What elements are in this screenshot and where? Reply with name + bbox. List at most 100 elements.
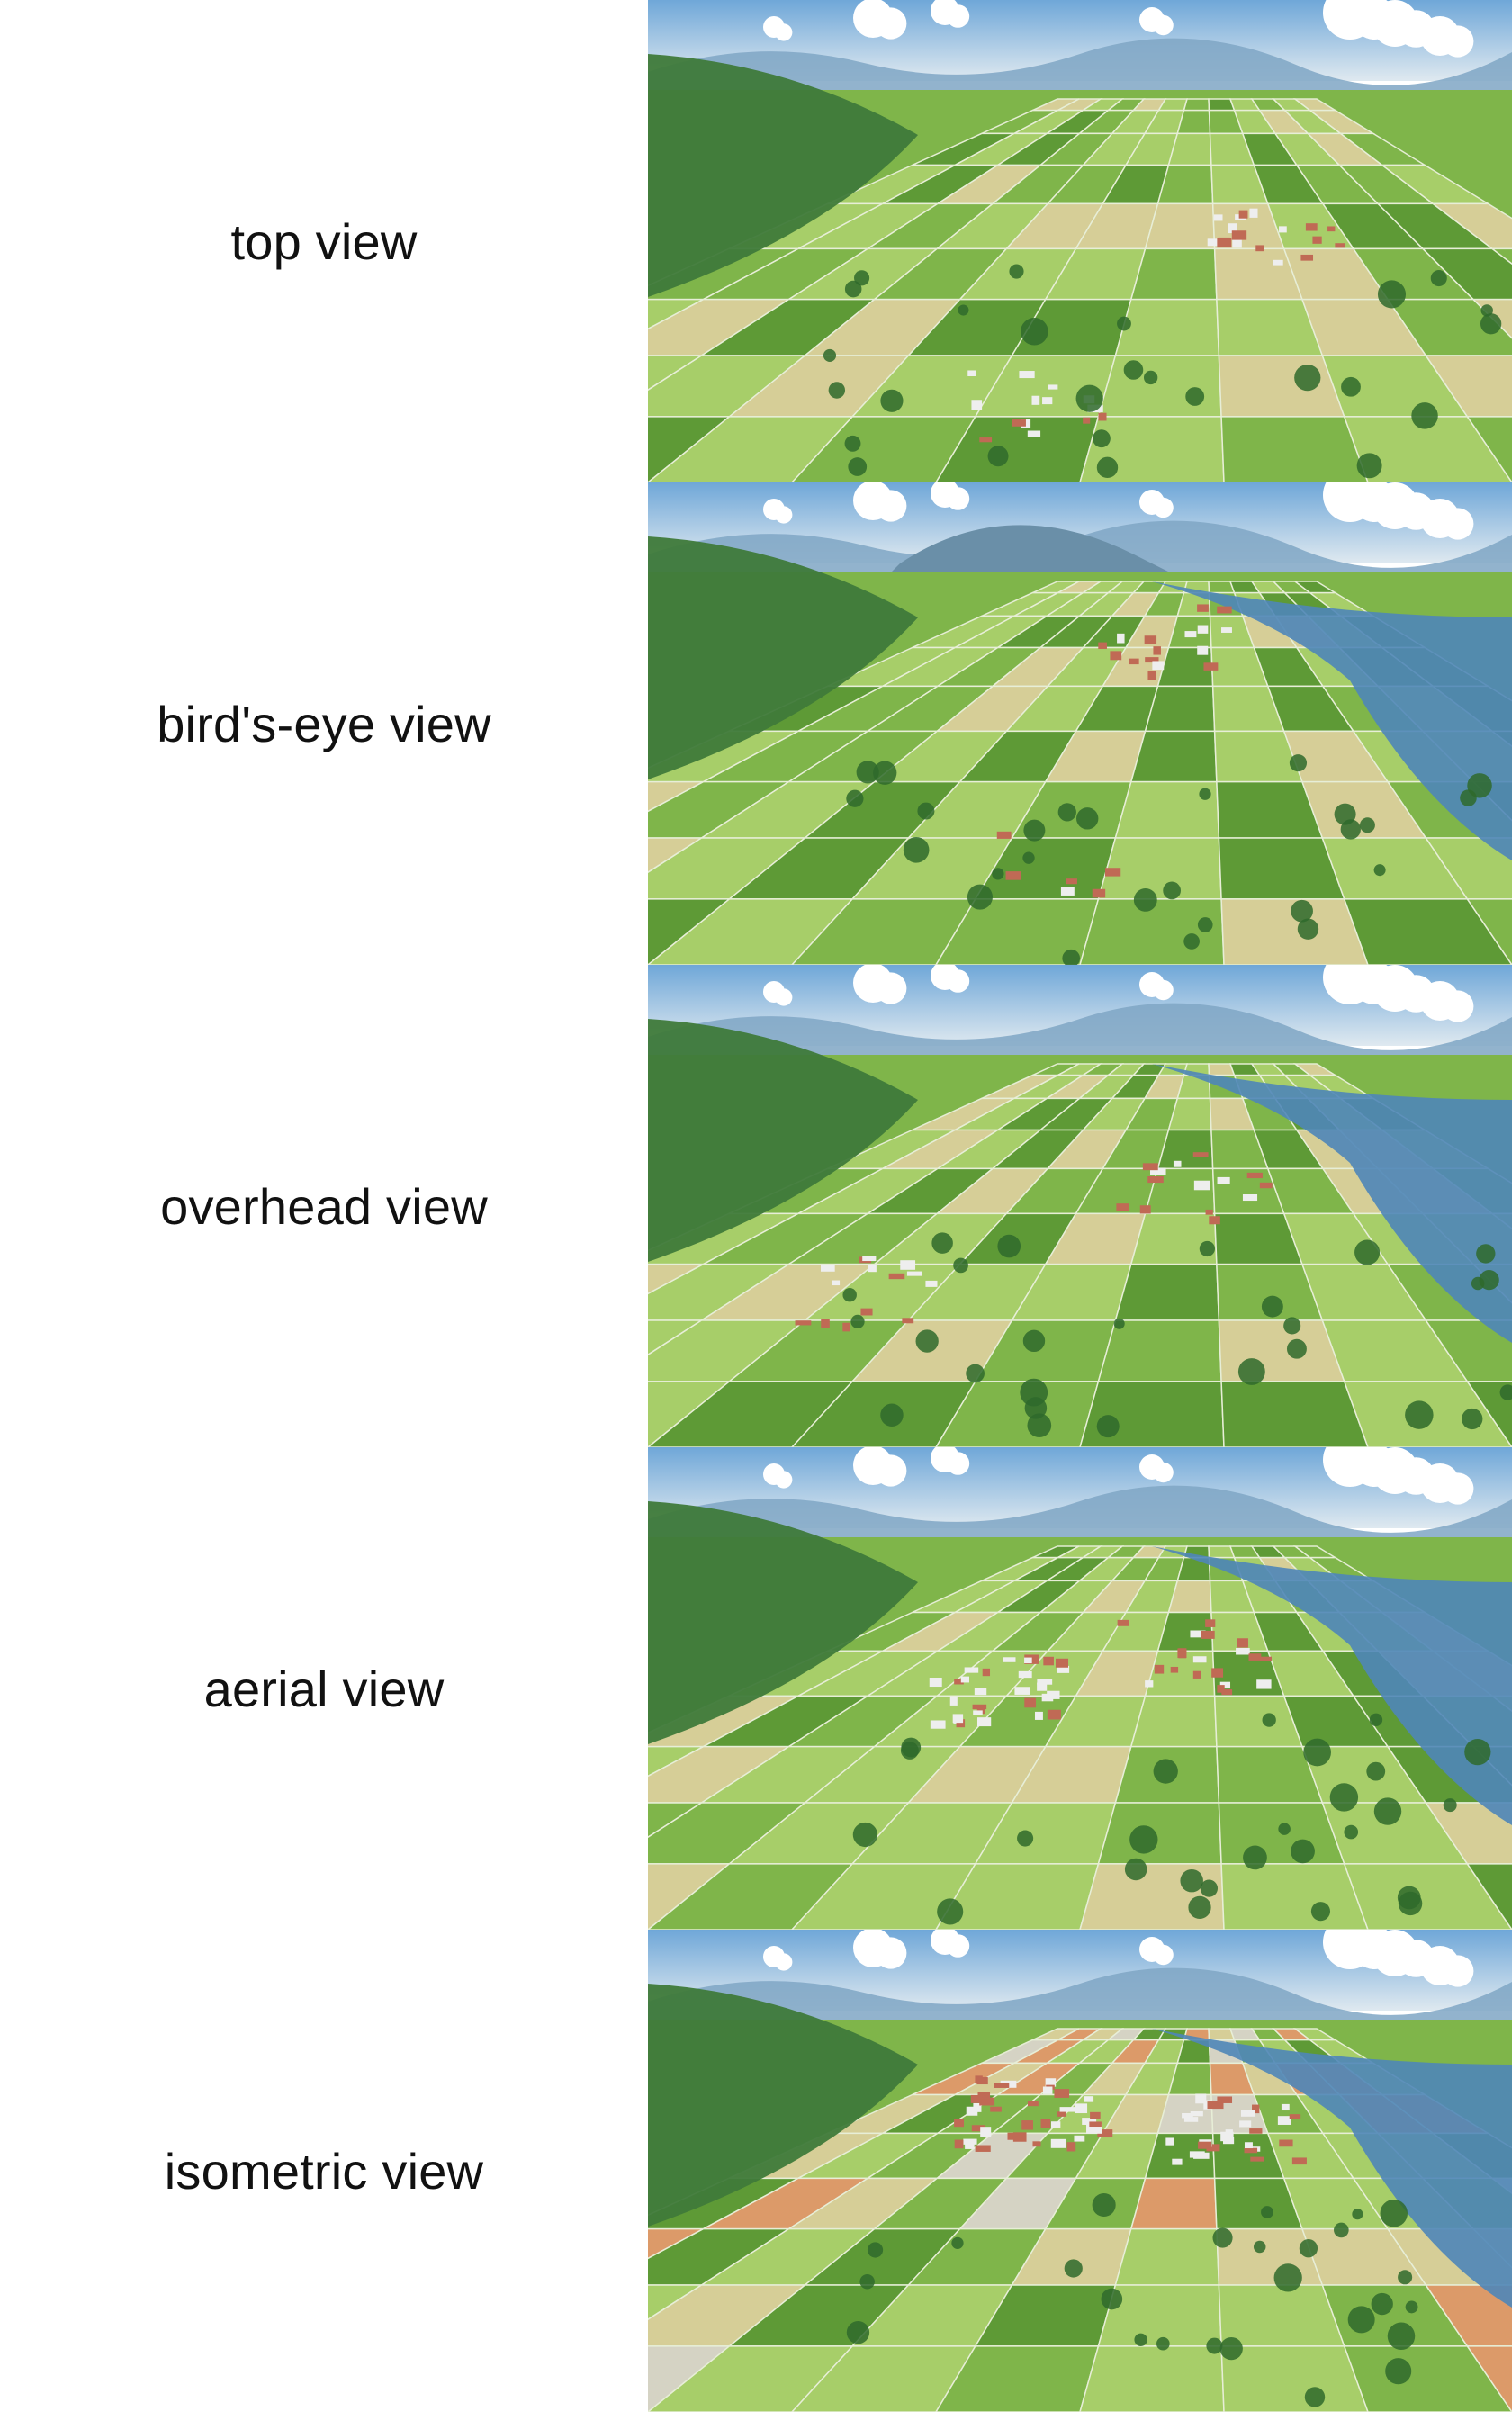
tree (846, 2320, 870, 2344)
tree (1297, 918, 1319, 940)
tree (854, 270, 870, 286)
building (1242, 1193, 1258, 1202)
building (1075, 2103, 1088, 2114)
cloud (875, 1937, 907, 1969)
field (790, 2345, 977, 2412)
tree (1117, 316, 1131, 331)
tree (850, 1314, 865, 1328)
tree (937, 1898, 964, 1925)
building (1170, 1666, 1179, 1673)
building (1220, 1681, 1231, 1689)
tree (1199, 1240, 1215, 1257)
row-label-cell: aerial view (0, 1447, 648, 1930)
building (1259, 1656, 1272, 1661)
building (1148, 670, 1156, 680)
tree (846, 789, 864, 807)
tree (1369, 1713, 1383, 1727)
field (648, 898, 854, 965)
building (1217, 2096, 1233, 2103)
building (1105, 868, 1121, 877)
tree (992, 868, 1004, 880)
building (1201, 1630, 1215, 1639)
building (1279, 2139, 1293, 2147)
view-label-top: top view (230, 212, 418, 270)
tree (1385, 2358, 1412, 2385)
tree (1064, 2259, 1083, 2278)
hillside (648, 1019, 918, 1262)
tree (1144, 370, 1158, 385)
cloud (875, 490, 907, 522)
tree (867, 2242, 884, 2258)
tree (1076, 807, 1099, 830)
building (1172, 2158, 1183, 2165)
tree (873, 760, 897, 785)
trees (846, 754, 1492, 965)
field (1424, 355, 1512, 418)
tree (1299, 2239, 1318, 2258)
tree (1200, 1879, 1219, 1897)
building (1300, 254, 1314, 261)
building (1153, 646, 1161, 655)
tree (1274, 2264, 1302, 2292)
building (1084, 2096, 1094, 2102)
tree (1123, 360, 1144, 380)
building (1221, 1689, 1233, 1696)
building (1281, 2103, 1290, 2111)
cloud (946, 4, 970, 28)
tree (880, 389, 904, 412)
building (990, 2106, 1002, 2112)
cloud (1442, 990, 1474, 1022)
building (968, 370, 976, 376)
tree (967, 884, 993, 910)
tree (1133, 887, 1157, 912)
field (790, 1863, 977, 1930)
cloud (1153, 1944, 1174, 1966)
building (1236, 1647, 1250, 1655)
building (1110, 651, 1122, 661)
cloud (946, 1934, 970, 1958)
building (1042, 397, 1053, 405)
building (1335, 243, 1346, 248)
buildings (954, 2075, 1307, 2165)
landscape-image-overhead-view (648, 965, 1512, 1447)
tree (1096, 456, 1119, 479)
tree (880, 1403, 904, 1427)
tree (1347, 2306, 1375, 2334)
tree (1443, 1798, 1457, 1813)
cloud (946, 969, 970, 993)
building (960, 1676, 969, 1683)
tree (1366, 1761, 1386, 1781)
building (952, 1714, 964, 1724)
row-label-cell: overhead view (0, 965, 648, 1447)
building (925, 1280, 938, 1287)
building (1054, 2089, 1070, 2098)
building (979, 437, 993, 443)
building (1012, 419, 1026, 427)
tree (1354, 1239, 1381, 1265)
landscape-scene-overhead (648, 965, 1512, 1447)
field (1097, 355, 1222, 418)
building (1074, 2135, 1085, 2142)
building (1003, 1657, 1016, 1662)
field (1079, 1381, 1225, 1447)
field (1421, 248, 1512, 301)
water (1152, 1064, 1512, 1343)
field (935, 2345, 1100, 2412)
field (1130, 1212, 1218, 1265)
fields (648, 580, 1512, 965)
landscape-scene-birds-eye (648, 482, 1512, 965)
field (1465, 416, 1512, 482)
building (1190, 1630, 1206, 1638)
tree (1022, 1329, 1046, 1353)
building (979, 2097, 995, 2106)
building (1205, 1619, 1216, 1627)
trees (842, 1232, 1512, 1438)
view-label-isometric: isometric view (164, 2142, 484, 2200)
building (1238, 210, 1248, 219)
view-label-aerial: aerial view (203, 1660, 445, 1717)
field (1130, 248, 1218, 301)
building (1207, 238, 1219, 247)
building (1089, 2121, 1102, 2128)
building (976, 1706, 986, 1714)
hillside (648, 1984, 918, 2227)
